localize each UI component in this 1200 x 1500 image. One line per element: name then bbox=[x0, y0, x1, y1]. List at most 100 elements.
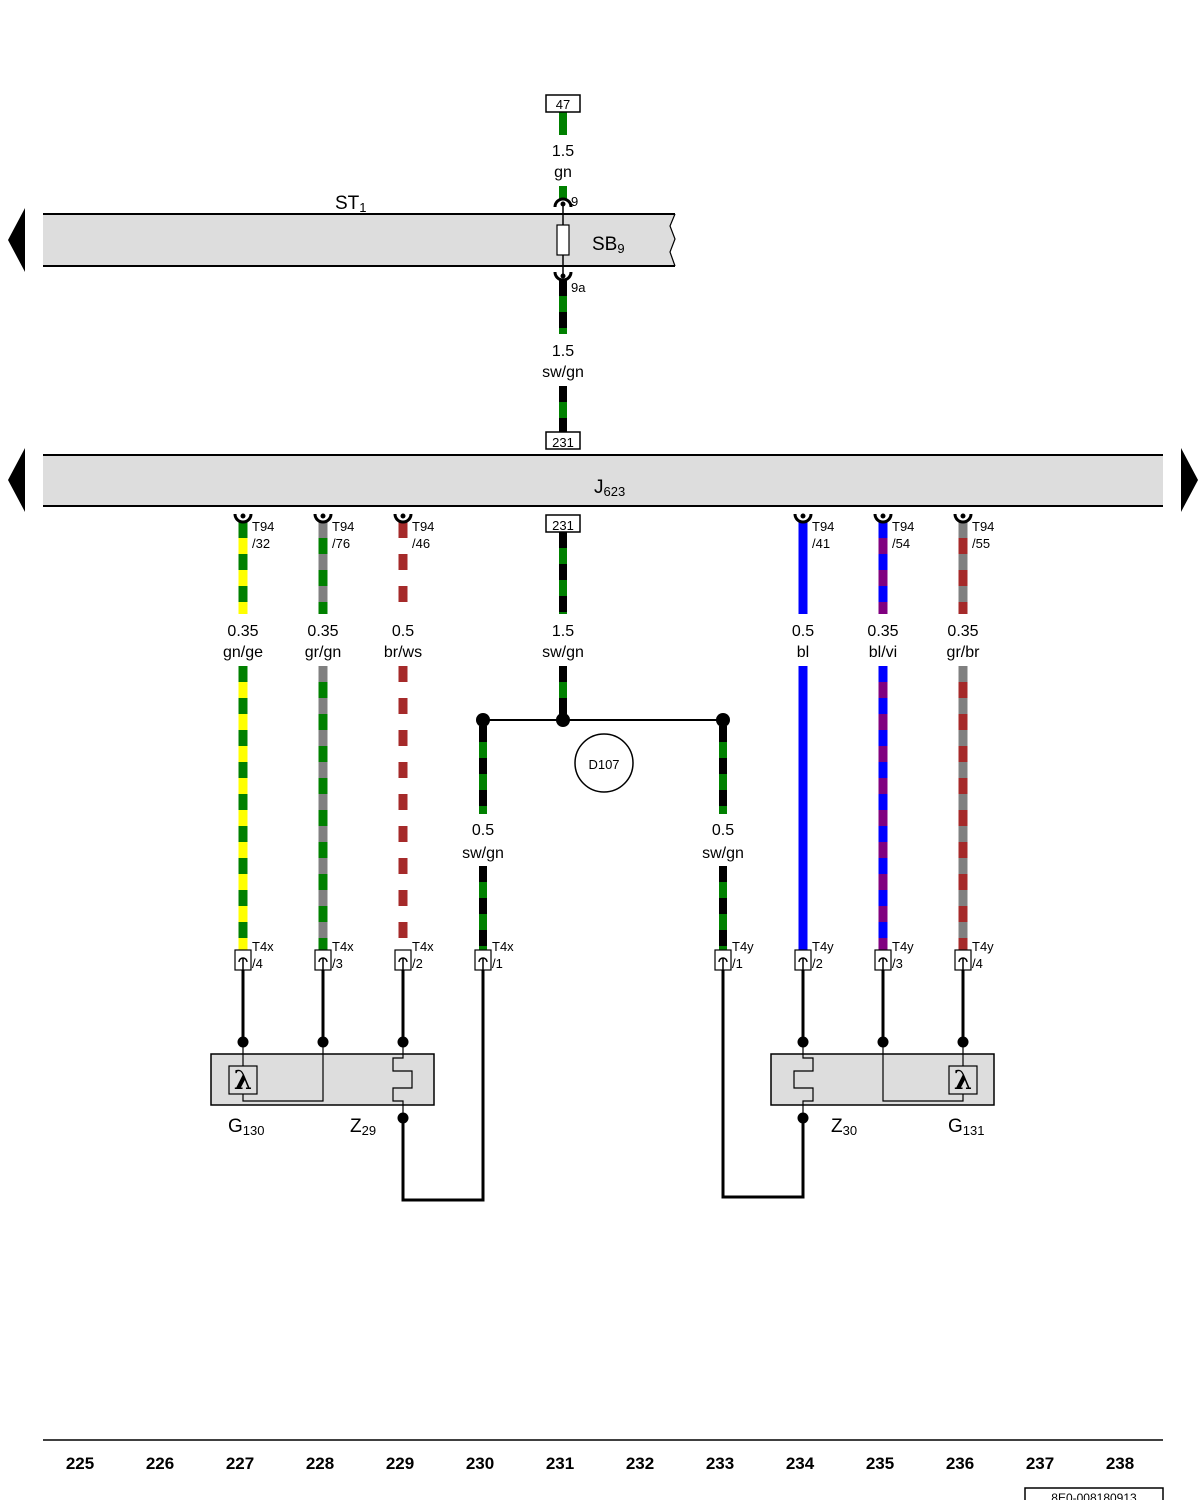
svg-text:T4y: T4y bbox=[812, 939, 834, 954]
fuse-label: SB9 bbox=[592, 234, 625, 256]
ref-box-47-label: 47 bbox=[556, 97, 570, 112]
svg-text:/4: /4 bbox=[972, 956, 983, 971]
ecu-ground-size: 1.5 bbox=[552, 623, 574, 640]
column-number: 232 bbox=[626, 1454, 654, 1473]
svg-text:T94: T94 bbox=[972, 519, 994, 534]
svg-text:T4x: T4x bbox=[252, 939, 274, 954]
svg-text:T4x: T4x bbox=[492, 939, 514, 954]
wire-color: bl/vi bbox=[869, 644, 897, 661]
column-number: 229 bbox=[386, 1454, 414, 1473]
ecu-body bbox=[43, 455, 1163, 506]
ground-point-label: D107 bbox=[588, 757, 619, 772]
ecu-right-arrow bbox=[1181, 448, 1198, 512]
junction-dot bbox=[716, 713, 730, 727]
ecu-pin: T94/41 bbox=[793, 513, 834, 551]
svg-text:T94: T94 bbox=[812, 519, 834, 534]
fuse-output-color: sw/gn bbox=[542, 364, 584, 381]
fuse-in-terminal bbox=[553, 197, 573, 208]
wire-size: 0.5 bbox=[792, 623, 814, 640]
terminal-dot bbox=[237, 1036, 249, 1048]
wires-layer bbox=[238, 112, 968, 950]
ecu-pin-markers: T94/32 T94/76 T94/46 T94/41 T94/54 T94/5… bbox=[233, 513, 994, 551]
fuse-symbol bbox=[556, 224, 570, 256]
junction-dot bbox=[476, 713, 490, 727]
column-number: 236 bbox=[946, 1454, 974, 1473]
ref-box-231-top-label: 231 bbox=[552, 435, 574, 450]
column-number: 234 bbox=[786, 1454, 815, 1473]
wire-size: 0.35 bbox=[307, 623, 338, 640]
connector-pin: T4y/1 bbox=[714, 939, 754, 971]
fuse-panel-left-arrow bbox=[8, 208, 25, 272]
heater-label: Z29 bbox=[350, 1116, 376, 1138]
wire-color: bl bbox=[797, 644, 809, 661]
svg-text:T4x: T4x bbox=[332, 939, 354, 954]
branch-wire-color: sw/gn bbox=[462, 845, 504, 862]
svg-text:/2: /2 bbox=[412, 956, 423, 971]
heater-label: Z30 bbox=[831, 1116, 857, 1138]
doc-id-box bbox=[1024, 1487, 1164, 1500]
fuse-panel-label: ST1 bbox=[335, 193, 367, 215]
lambda-icon: λ bbox=[234, 1066, 252, 1096]
svg-text:/76: /76 bbox=[332, 536, 350, 551]
column-number: 228 bbox=[306, 1454, 334, 1473]
ecu-pin: T94/46 bbox=[393, 513, 434, 551]
svg-text:T4y: T4y bbox=[732, 939, 754, 954]
signal-wire-labels: 0.35 gn/ge 0.35 gr/gn 0.5 br/ws 0.5 bl 0… bbox=[223, 623, 980, 661]
wire-color: gr/gn bbox=[305, 644, 341, 661]
svg-text:T94: T94 bbox=[252, 519, 274, 534]
junction-dot bbox=[556, 713, 570, 727]
ecu-pin: T94/55 bbox=[953, 513, 994, 551]
column-number: 235 bbox=[866, 1454, 894, 1473]
svg-text:T4y: T4y bbox=[892, 939, 914, 954]
ref-box-231-bottom bbox=[545, 514, 581, 533]
column-number: 230 bbox=[466, 1454, 494, 1473]
terminal-dot bbox=[877, 1036, 889, 1048]
fuse-input-size: 1.5 bbox=[552, 143, 574, 160]
ecu-pin: T94/76 bbox=[313, 513, 354, 551]
terminal-dot bbox=[797, 1112, 809, 1124]
branch-wire-size: 0.5 bbox=[472, 822, 494, 839]
terminal-dot bbox=[397, 1036, 409, 1048]
ref-box-231-bottom-label: 231 bbox=[552, 518, 574, 533]
ecu-left-arrow bbox=[8, 448, 25, 512]
svg-text:T94: T94 bbox=[892, 519, 914, 534]
branch-wire-color: sw/gn bbox=[702, 845, 744, 862]
svg-text:/3: /3 bbox=[332, 956, 343, 971]
svg-text:/1: /1 bbox=[492, 956, 503, 971]
connector-pin: T4x/1 bbox=[474, 939, 514, 971]
terminal-dot bbox=[957, 1036, 969, 1048]
svg-text:T4y: T4y bbox=[972, 939, 994, 954]
fuse-panel: ST1 SB9 9 9a bbox=[8, 193, 676, 295]
svg-text:/2: /2 bbox=[812, 956, 823, 971]
ecu-ground-color: sw/gn bbox=[542, 644, 584, 661]
lambda-sensor-box bbox=[228, 1065, 258, 1095]
wire-color: gn/ge bbox=[223, 644, 263, 661]
wire-size: 0.5 bbox=[392, 623, 414, 640]
svg-text:T94: T94 bbox=[332, 519, 354, 534]
svg-text:/54: /54 bbox=[892, 536, 910, 551]
wire-size: 0.35 bbox=[867, 623, 898, 640]
lambda-sensor-box bbox=[948, 1065, 978, 1095]
svg-text:/3: /3 bbox=[892, 956, 903, 971]
sensor-g131-z30: λ Z30 G131 bbox=[770, 1036, 995, 1138]
wire-color: gr/br bbox=[947, 644, 981, 661]
fuse-output-size: 1.5 bbox=[552, 343, 574, 360]
sensor-label: G130 bbox=[228, 1116, 264, 1138]
column-number: 237 bbox=[1026, 1454, 1054, 1473]
ref-box-47 bbox=[545, 94, 581, 113]
terminal-dot bbox=[797, 1036, 809, 1048]
terminal-dot bbox=[317, 1036, 329, 1048]
ecu-j623: J623 bbox=[8, 448, 1198, 512]
wire-size: 0.35 bbox=[227, 623, 258, 640]
svg-text:/32: /32 bbox=[252, 536, 270, 551]
column-number: 226 bbox=[146, 1454, 174, 1473]
svg-text:/41: /41 bbox=[812, 536, 830, 551]
fuse-pin-out: 9a bbox=[571, 280, 586, 295]
ref-box-231-top bbox=[545, 431, 581, 450]
sensor-leads bbox=[241, 970, 965, 1202]
ecu-pin: T94/54 bbox=[873, 513, 914, 551]
column-number: 238 bbox=[1106, 1454, 1134, 1473]
ecu-pin: T94/32 bbox=[233, 513, 274, 551]
